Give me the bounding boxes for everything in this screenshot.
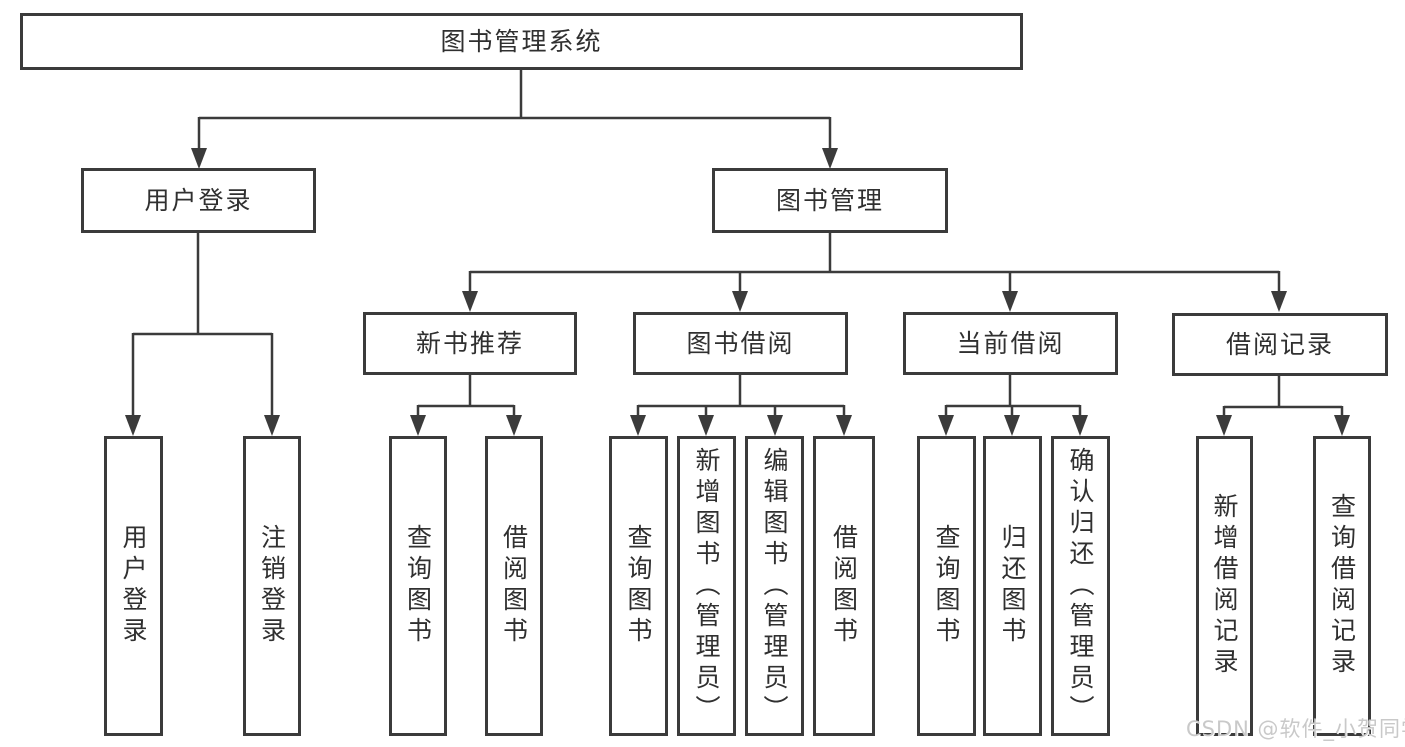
leaf-user-login: 用户登录 <box>104 436 163 736</box>
leaf-query-books-current: 查询图书 <box>917 436 976 736</box>
connector-current-borrow-children <box>938 375 1088 436</box>
node-book-borrow: 图书借阅 <box>633 312 848 375</box>
connector-root-to-level2 <box>191 69 838 169</box>
node-current-borrow: 当前借阅 <box>903 312 1118 375</box>
node-new-book-recommend: 新书推荐 <box>363 312 577 375</box>
leaf-query-books-borrow: 查询图书 <box>609 436 668 736</box>
node-book-management: 图书管理 <box>712 168 948 233</box>
leaf-logout: 注销登录 <box>243 436 301 736</box>
leaf-edit-book-admin: 编辑图书（管理员） <box>745 436 804 736</box>
connector-book-borrow-children <box>630 375 852 436</box>
connector-book-management-children <box>462 232 1287 312</box>
leaf-borrow-books-recommend: 借阅图书 <box>485 436 543 736</box>
leaf-borrow-books: 借阅图书 <box>813 436 875 736</box>
node-user-login: 用户登录 <box>81 168 316 233</box>
connector-new-book-recommend-children <box>410 375 522 436</box>
node-borrow-records: 借阅记录 <box>1172 313 1388 376</box>
leaf-query-books-recommend: 查询图书 <box>389 436 447 736</box>
node-library-management-system: 图书管理系统 <box>20 13 1023 70</box>
connector-borrow-records-children <box>1216 375 1350 436</box>
leaf-return-book: 归还图书 <box>983 436 1042 736</box>
leaf-add-borrow-record: 新增借阅记录 <box>1196 436 1253 736</box>
leaf-confirm-return-admin: 确认归还（管理员） <box>1051 436 1110 736</box>
leaf-add-book-admin: 新增图书（管理员） <box>677 436 736 736</box>
csdn-watermark: CSDN @软件_小贺同学 <box>1186 717 1405 741</box>
leaf-query-borrow-record: 查询借阅记录 <box>1313 436 1371 736</box>
connector-user-login-children <box>125 232 280 436</box>
